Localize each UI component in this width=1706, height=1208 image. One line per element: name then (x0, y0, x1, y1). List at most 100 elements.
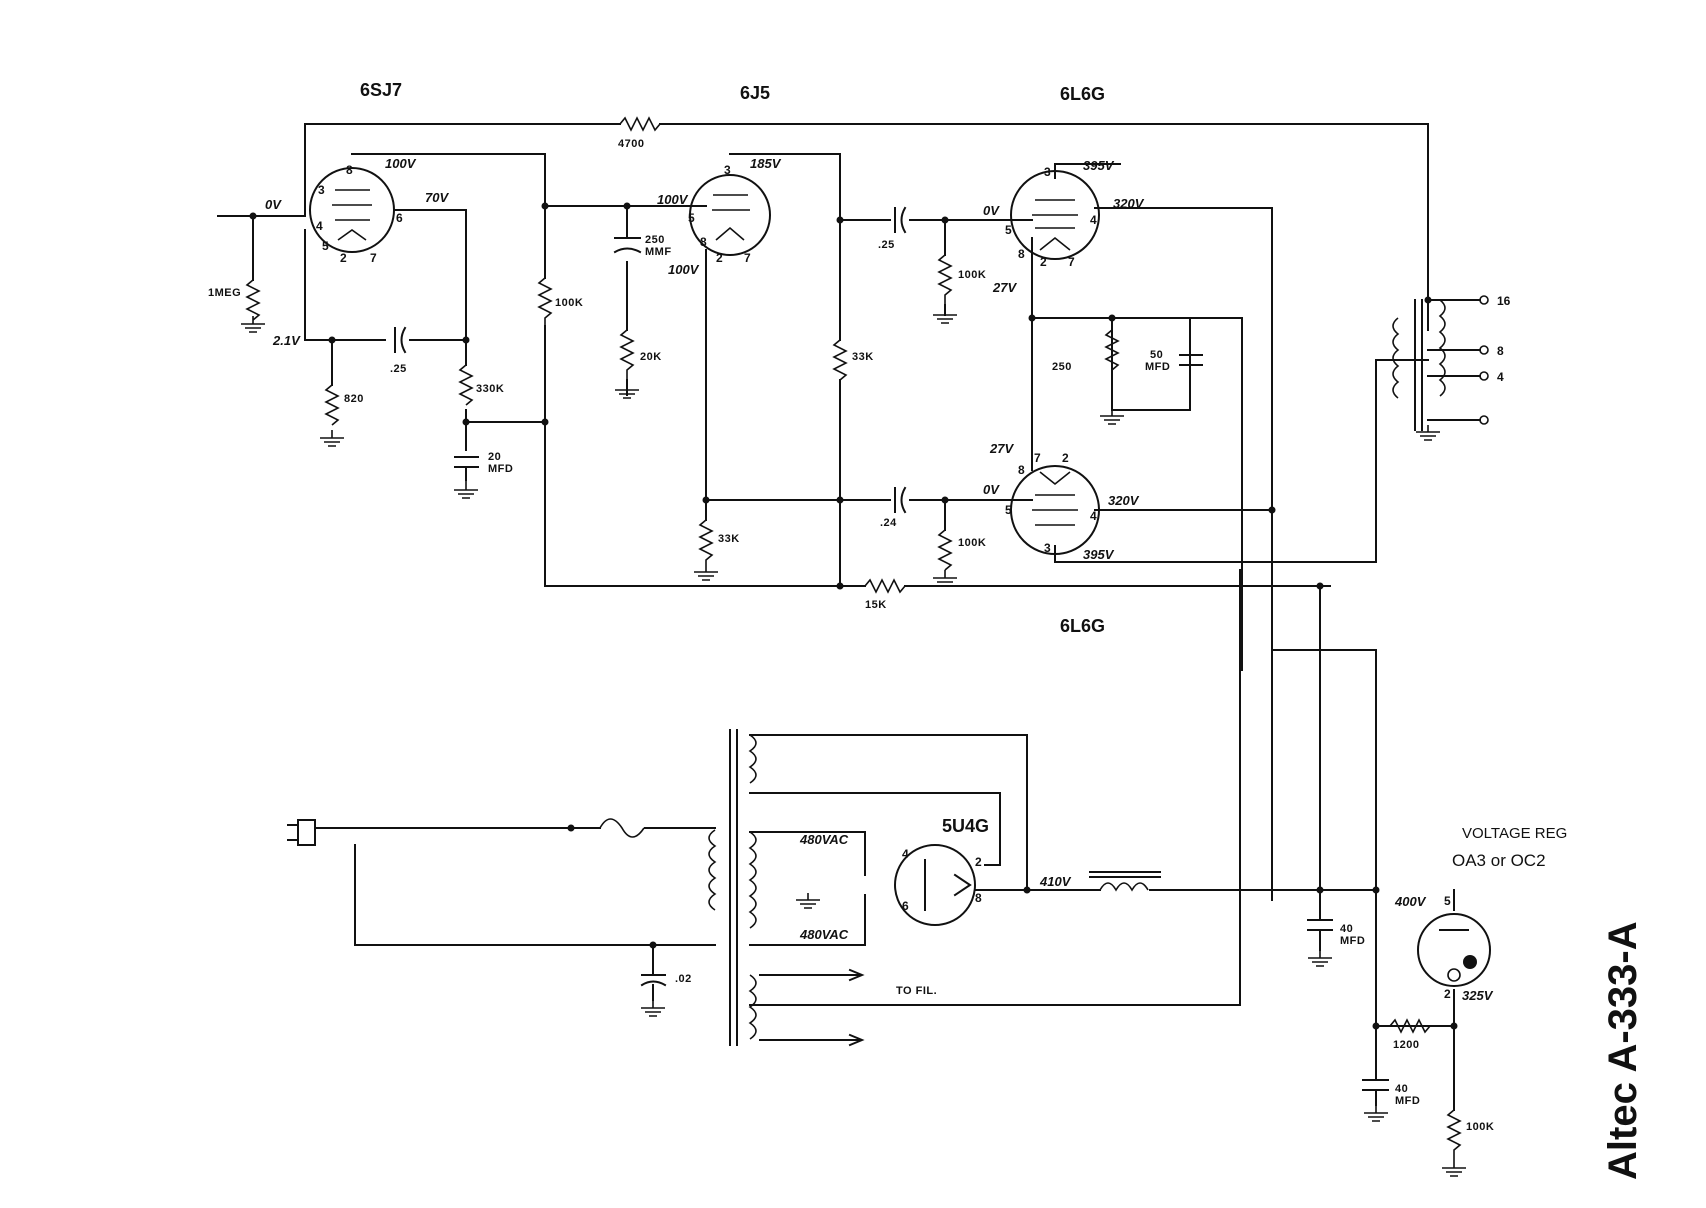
v1-plate-voltage: 100V (385, 156, 417, 171)
schematic-title: Altec A-333-A (1601, 921, 1645, 1180)
svg-text:2: 2 (716, 251, 723, 265)
capacitor-cath1 (394, 326, 407, 354)
label-6l6g-bottom: 6L6G (1060, 616, 1105, 636)
resistor-1200 (1389, 1018, 1431, 1034)
hv-ac-bottom: 480VAC (799, 927, 849, 942)
resistor-100k-d (1446, 1109, 1462, 1160)
tube-6j5 (689, 174, 771, 256)
regulator-output-voltage: 325V (1462, 988, 1494, 1003)
svg-text:8: 8 (975, 891, 982, 905)
svg-text:7: 7 (1068, 255, 1075, 269)
tube-6sj7 (309, 167, 395, 253)
value-20mfd-unit: MFD (488, 463, 513, 475)
value-1200: 1200 (1393, 1039, 1419, 1051)
value-cath-cap: .25 (390, 363, 407, 375)
capacitor-40a (1307, 919, 1333, 951)
value-250mmf: 250 (645, 234, 665, 246)
value-02: .02 (675, 973, 692, 985)
value-40mfd-b: 40 (1395, 1083, 1408, 1095)
tube-regulator (1417, 913, 1491, 987)
v4-cathode-voltage: 27V (989, 441, 1014, 456)
power-transformer (708, 729, 757, 1046)
voltage-regulator-caption: VOLTAGE REG OA3 or OC2 (1452, 825, 1567, 870)
svg-text:7: 7 (1034, 451, 1041, 465)
capacitor-coup2 (894, 486, 907, 514)
v2-plate-voltage: 185V (750, 156, 782, 171)
v2-grid-voltage: 100V (657, 192, 689, 207)
v1-cathode-voltage: 2.1V (272, 333, 301, 348)
b-plus-voltage: 410V (1039, 874, 1072, 889)
svg-text:3: 3 (1044, 165, 1051, 179)
v1-screen-voltage: 70V (425, 190, 449, 205)
svg-text:3: 3 (724, 163, 731, 177)
svg-text:6: 6 (902, 899, 909, 913)
value-coupling-cap-1: .25 (878, 239, 895, 251)
resistor-100k-a (537, 277, 553, 326)
svg-text:8: 8 (1018, 463, 1025, 477)
value-coupling-cap-2: .24 (880, 517, 897, 529)
junctions (249, 202, 1458, 1030)
svg-text:3: 3 (1044, 541, 1051, 555)
value-330k: 330K (476, 383, 504, 395)
output-transformer (1392, 295, 1489, 431)
v3-screen-voltage: 320V (1113, 196, 1145, 211)
filament-arrows (848, 968, 865, 1047)
tube-6l6g-top (1010, 170, 1100, 260)
svg-text:8: 8 (346, 163, 353, 177)
value-100k-a: 100K (555, 297, 583, 309)
voltage-labels: 100V 70V 0V 2.1V 185V 100V 100V 0V 395V … (265, 156, 1494, 1003)
capacitor-02 (640, 974, 667, 1001)
resistor-250 (1104, 329, 1120, 385)
to-filament-label: TO FIL. (896, 985, 937, 997)
svg-text:7: 7 (370, 251, 377, 265)
value-50mfd: 50 (1150, 349, 1163, 361)
resistor-4700 (619, 116, 661, 132)
tube-labels: 6SJ7 6J5 6L6G 6L6G 5U4G (360, 80, 1105, 836)
resistors (245, 116, 1462, 1160)
resistor-33k-a (832, 339, 848, 381)
v4-screen-voltage: 320V (1108, 493, 1140, 508)
svg-text:5: 5 (1444, 894, 1451, 908)
svg-text:2: 2 (1062, 451, 1069, 465)
capacitor-20mfd (454, 456, 479, 481)
pin-numbers: 3 8 4 6 5 2 7 3 5 8 2 7 3 5 4 8 2 7 7 2 … (316, 163, 1451, 1001)
capacitor-50mfd (1179, 317, 1203, 411)
svg-text:2: 2 (975, 855, 982, 869)
resistor-330k (458, 364, 474, 406)
grounds (241, 305, 1466, 1177)
resistor-33k-b (698, 519, 714, 565)
value-250: 250 (1052, 361, 1072, 373)
value-1meg: 1MEG (208, 287, 241, 299)
v3-plate-voltage: 395V (1083, 158, 1115, 173)
svg-text:8: 8 (1018, 247, 1025, 261)
filter-choke (1089, 871, 1161, 892)
value-40mfd-b-unit: MFD (1395, 1095, 1420, 1107)
resistor-20k (619, 329, 635, 380)
v2-cathode-voltage: 100V (668, 262, 700, 277)
resistor-15k (864, 578, 906, 594)
label-5u4g: 5U4G (942, 816, 989, 836)
value-20k: 20K (640, 351, 662, 363)
tube-6l6g-bottom (1010, 465, 1100, 555)
component-labels: 1MEG 820 .25 330K 20 MFD 100K 4700 250 M… (208, 138, 1494, 1133)
resistor-820 (324, 384, 340, 426)
tap-16: 16 (1497, 294, 1511, 308)
wiring (217, 123, 1481, 1111)
label-6sj7: 6SJ7 (360, 80, 402, 100)
resistor-1meg (245, 279, 261, 321)
value-33k-b: 33K (718, 533, 740, 545)
value-100k-d: 100K (1466, 1121, 1494, 1133)
svg-text:2: 2 (340, 251, 347, 265)
capacitor-coup1 (894, 206, 907, 234)
voltage-reg-tube: OA3 or OC2 (1452, 851, 1546, 870)
svg-text:4: 4 (902, 847, 909, 861)
value-100k-b: 100K (958, 269, 986, 281)
v1-grid-voltage: 0V (265, 197, 282, 212)
v4-plate-voltage: 395V (1083, 547, 1115, 562)
capacitors (394, 206, 1389, 1106)
value-40mfd-a: 40 (1340, 923, 1353, 935)
value-820: 820 (344, 393, 364, 405)
svg-text:3: 3 (318, 183, 325, 197)
svg-text:5: 5 (322, 239, 329, 253)
